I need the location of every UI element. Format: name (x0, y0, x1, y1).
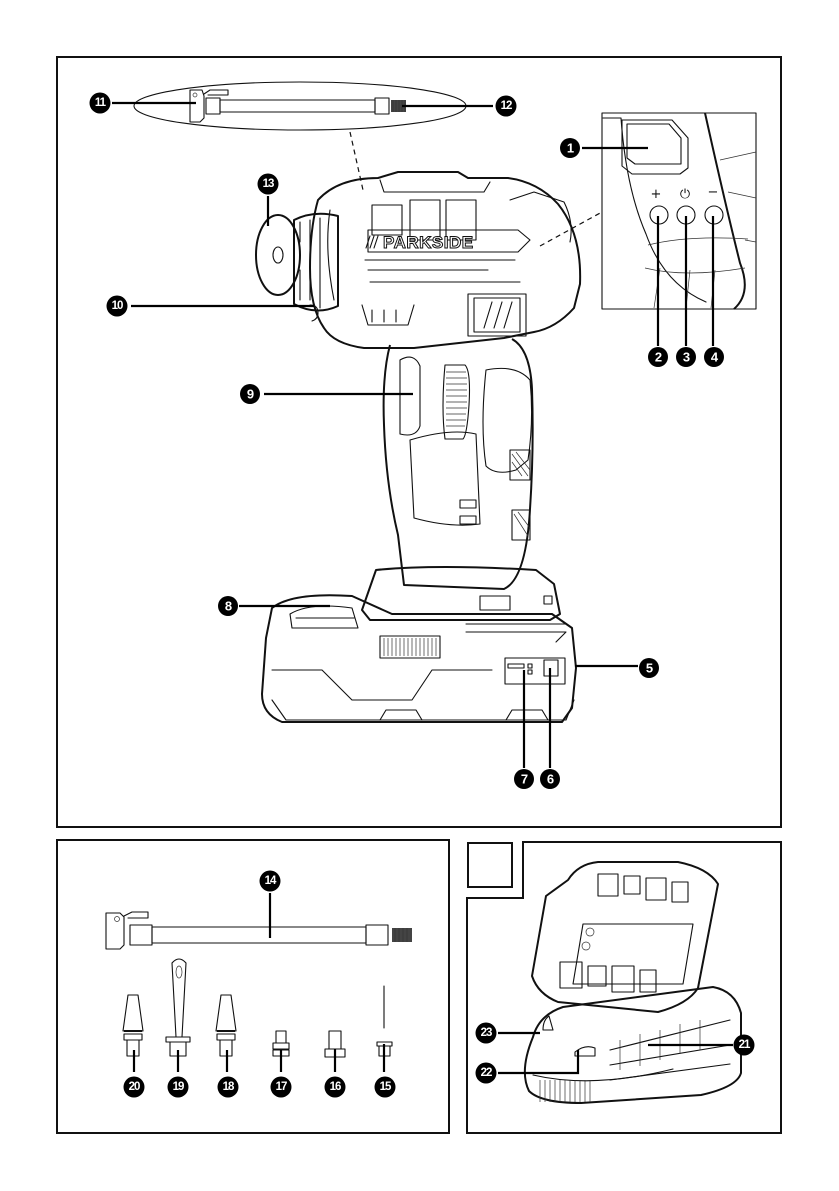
callout-5: 5 (639, 658, 659, 678)
svg-text:5: 5 (646, 661, 653, 676)
svg-text:8: 8 (225, 599, 232, 614)
compressor-tool-drawing: PARKSIDE (255, 171, 582, 723)
svg-text:2: 2 (655, 350, 662, 365)
panel-label-box (467, 842, 513, 888)
charger-frame (466, 841, 782, 1134)
svg-text:22: 22 (481, 1067, 492, 1079)
control-panel-inset: + ⏻ − (601, 112, 757, 310)
minus-symbol-icon: − (708, 185, 719, 200)
accessories-frame (56, 839, 450, 1134)
callout-15: 15 (374, 1076, 396, 1098)
callout-3: 3 (676, 347, 696, 367)
power-symbol-icon: ⏻ (680, 187, 690, 202)
svg-text:3: 3 (683, 350, 690, 365)
callout-leaders (112, 101, 733, 1075)
trigger-drawing (399, 356, 421, 436)
callout-14: 14 (259, 870, 281, 892)
charger-drawing (523, 861, 742, 1104)
leader-dashed-panel (539, 211, 603, 247)
callout-21: 21 (733, 1034, 755, 1056)
accessories-drawing (105, 911, 412, 1058)
svg-text:14: 14 (265, 875, 277, 887)
svg-text:17: 17 (276, 1081, 287, 1093)
callout-22: 22 (475, 1062, 497, 1084)
callout-19: 19 (167, 1076, 189, 1098)
svg-text:16: 16 (330, 1081, 341, 1093)
svg-text:18: 18 (223, 1081, 235, 1093)
svg-text:1: 1 (567, 141, 574, 156)
brand-label: PARKSIDE (383, 233, 474, 252)
callout-13: 13 (257, 173, 279, 195)
svg-text:23: 23 (481, 1027, 492, 1039)
callout-9: 9 (240, 384, 260, 404)
charge-indicator-panel (504, 657, 566, 685)
leader-dashed-hose (349, 131, 364, 191)
callout-1: 1 (560, 138, 580, 158)
svg-text:21: 21 (739, 1039, 751, 1051)
callout-11: 11 (89, 92, 111, 114)
callout-8: 8 (218, 596, 238, 616)
svg-text:20: 20 (129, 1081, 140, 1093)
svg-text:15: 15 (380, 1081, 392, 1093)
plus-symbol-icon: + (651, 187, 662, 202)
main-frame (56, 56, 782, 828)
callout-6: 6 (540, 769, 560, 789)
svg-text:19: 19 (173, 1081, 184, 1093)
callout-16: 16 (324, 1076, 346, 1098)
callout-17: 17 (270, 1076, 292, 1098)
svg-text:7: 7 (521, 772, 528, 787)
callout-10: 10 (106, 295, 128, 317)
svg-text:9: 9 (247, 387, 254, 402)
callout-20: 20 (123, 1076, 145, 1098)
svg-text:13: 13 (263, 178, 274, 190)
callout-4: 4 (704, 347, 724, 367)
callout-2: 2 (648, 347, 668, 367)
svg-text:6: 6 (547, 772, 554, 787)
callout-23: 23 (475, 1022, 497, 1044)
svg-text:12: 12 (501, 100, 512, 112)
callout-7: 7 (514, 769, 534, 789)
svg-text:11: 11 (95, 97, 107, 109)
callout-18: 18 (217, 1076, 239, 1098)
svg-text:10: 10 (112, 300, 123, 312)
callout-12: 12 (495, 95, 517, 117)
svg-text:4: 4 (711, 350, 719, 365)
